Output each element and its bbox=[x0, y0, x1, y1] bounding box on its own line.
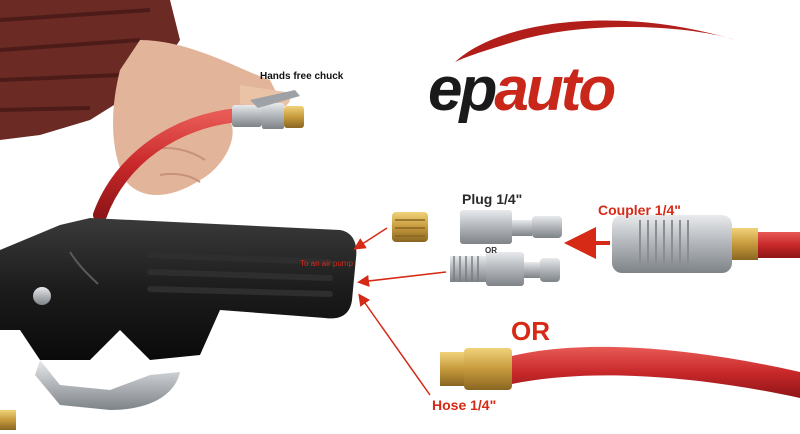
arrow-hose-to-gun bbox=[358, 293, 431, 396]
brand-logo: epauto bbox=[428, 59, 758, 121]
logo-swoosh bbox=[455, 20, 735, 62]
brand-logo-auto: auto bbox=[494, 55, 616, 124]
hose-quarter bbox=[440, 346, 800, 398]
plug-quarter-bottom bbox=[450, 252, 560, 286]
arrow-nipple-to-gun bbox=[353, 227, 388, 250]
arrows bbox=[353, 227, 610, 396]
brand-logo-ep: ep bbox=[428, 55, 497, 124]
label-hose: Hose 1/4" bbox=[432, 397, 497, 413]
label-plug: Plug 1/4" bbox=[462, 191, 523, 207]
air-gun bbox=[0, 218, 357, 430]
label-or-big: OR bbox=[511, 316, 550, 346]
hands-free-chuck bbox=[232, 90, 304, 129]
plug-quarter-top bbox=[460, 210, 562, 244]
label-hands-free-chuck: Hands free chuck bbox=[260, 71, 344, 82]
chuck-hose bbox=[93, 108, 247, 222]
sleeve bbox=[0, 0, 180, 140]
label-or-small: OR bbox=[485, 246, 497, 255]
coupler-quarter bbox=[612, 215, 800, 273]
arrow-plug-to-gun bbox=[357, 271, 447, 287]
label-to-air-pump: To an air pump bbox=[300, 259, 353, 268]
brass-nipple bbox=[392, 212, 428, 242]
label-coupler: Coupler 1/4" bbox=[598, 202, 681, 218]
